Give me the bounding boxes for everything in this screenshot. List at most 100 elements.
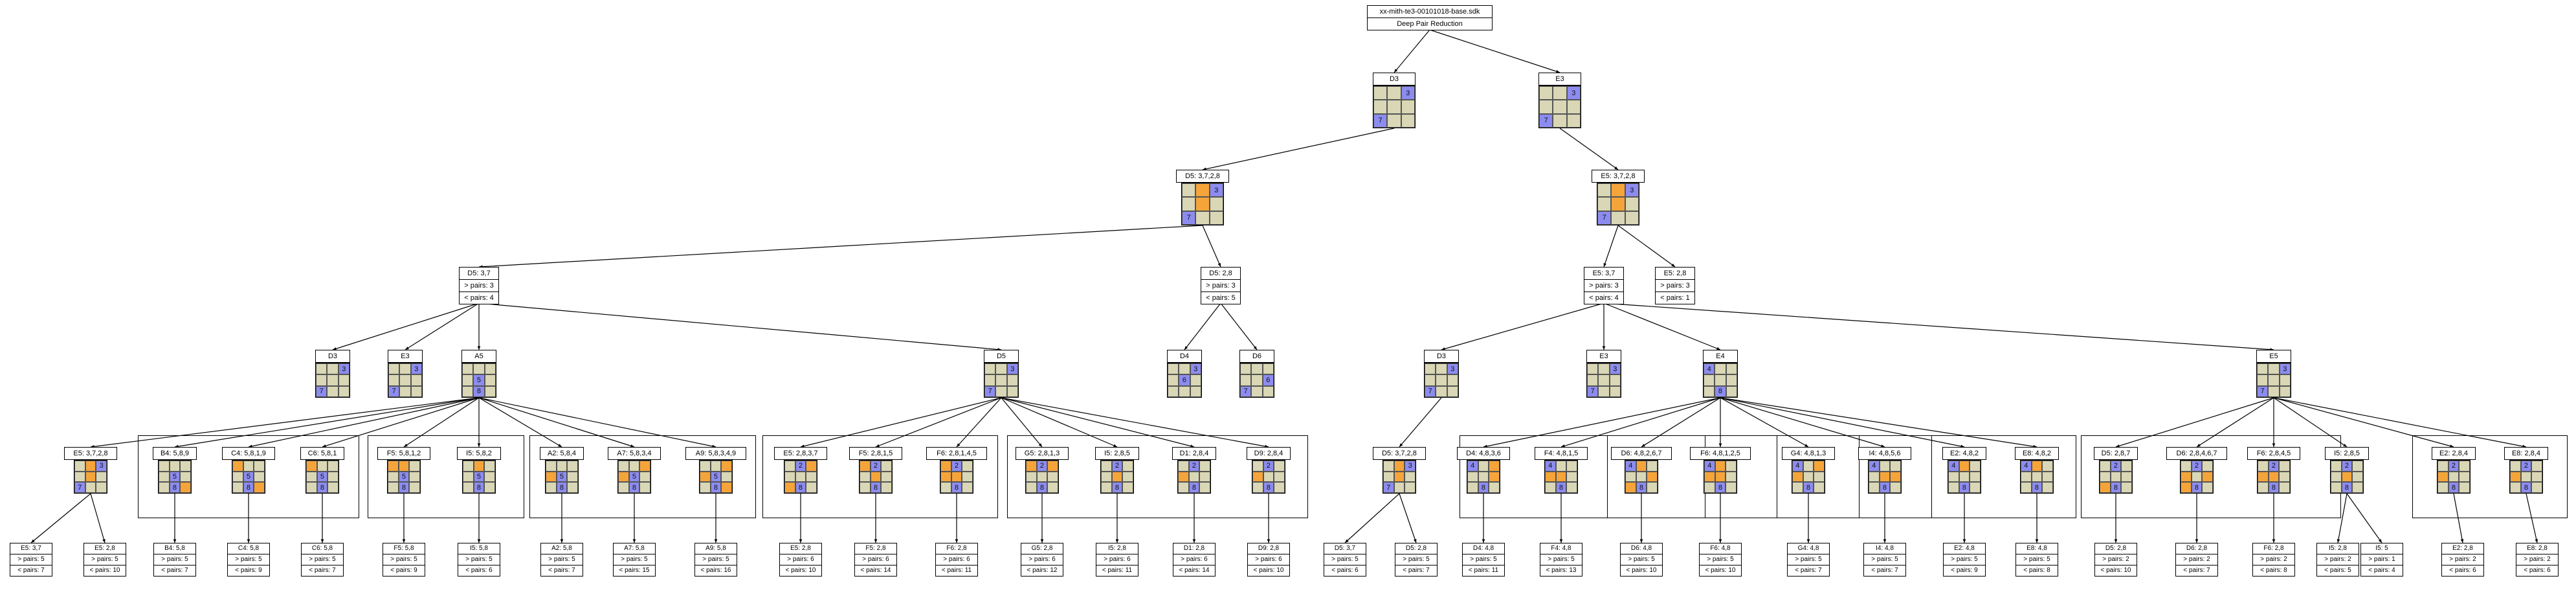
sudoku-cell	[1401, 113, 1415, 128]
leaf-stat: < pairs: 9	[390, 567, 417, 574]
sudoku-cell	[1179, 363, 1190, 375]
edge-arrowhead	[632, 539, 636, 543]
sudoku-cell	[1597, 183, 1612, 198]
sudoku-cell: 5	[473, 374, 485, 386]
sudoku-cell	[1373, 100, 1388, 114]
leaf-stat: < pairs: 7	[548, 567, 575, 574]
leaf-stat: < pairs: 15	[619, 567, 650, 574]
sudoku-cell	[870, 471, 882, 483]
sudoku-cell	[618, 461, 629, 472]
edge-arrowhead	[799, 539, 803, 543]
sudoku-cell	[409, 471, 420, 483]
node-g_f6-label: F6: 2,8,1,4,5	[926, 447, 988, 460]
tree-edge	[1720, 397, 1809, 448]
tree-edge	[1559, 128, 1619, 170]
sudoku-cell: 7	[1539, 113, 1553, 128]
sudoku-cell: 8	[2031, 482, 2043, 493]
leaf-node: I5: 2,8> pairs: 6< pairs: 11	[1096, 543, 1138, 577]
sudoku-cell	[1006, 374, 1018, 386]
leaf-stat: < pairs: 11	[1102, 567, 1133, 574]
sudoku-cell: 7	[1597, 211, 1612, 225]
sudoku-cell	[1478, 471, 1489, 483]
edge-arrowhead	[558, 444, 562, 447]
tree-edge	[1202, 128, 1395, 170]
sudoku-cell	[1178, 471, 1189, 483]
node-g_g5-label: G5: 2,8,1,3	[1016, 447, 1069, 460]
sudoku-cell	[2510, 461, 2521, 472]
sudoku-cell: 8	[2110, 482, 2122, 493]
tree-edge	[1344, 493, 1400, 543]
sudoku-cell	[316, 374, 328, 386]
sudoku-cell	[254, 471, 265, 483]
leaf-stat: > pairs: 6	[855, 554, 896, 565]
sudoku-cell	[1704, 482, 1715, 493]
node-d3-label: D3	[1373, 73, 1416, 86]
leaf-stat: < pairs: 6	[1331, 567, 1359, 574]
sudoku-cell	[1182, 197, 1196, 211]
leaf-label: I5: 5,8	[458, 543, 500, 554]
tree-edge	[1560, 397, 1721, 448]
sudoku-cell	[1047, 482, 1058, 493]
leaf-node: E2: 2,8> pairs: 2< pairs: 6	[2441, 543, 2484, 577]
sudoku-cell	[1948, 471, 1959, 483]
sudoku-cell	[1122, 471, 1133, 483]
node-g_a9-label: A9: 5,8,3,4,9	[685, 447, 747, 460]
sudoku-cell	[1425, 374, 1436, 386]
leaf-stat: < pairs: 13	[1546, 567, 1577, 574]
tree-edge	[1220, 303, 1258, 350]
sudoku-cell: 8	[398, 482, 410, 493]
node-e5-28: E5: 2,8> pairs: 3< pairs: 1	[1655, 267, 1695, 304]
sudoku-cell	[2031, 471, 2043, 483]
sudoku-cell: 8	[1111, 482, 1123, 493]
sudoku-cell	[995, 385, 1007, 397]
sudoku-cell	[962, 482, 973, 493]
sudoku-cell	[1625, 482, 1636, 493]
leaf-label: A7: 5,8	[614, 543, 655, 554]
node-d5-28-stat: > pairs: 3	[1201, 280, 1240, 292]
tree-edge	[478, 303, 1002, 350]
edge-arrowhead	[1561, 444, 1565, 448]
sudoku-cell	[410, 374, 422, 386]
sudoku-cell	[463, 471, 474, 483]
tree-edge	[322, 397, 480, 448]
sudoku-cell	[1178, 461, 1189, 472]
leaf-node: E5: 2,8> pairs: 5< pairs: 10	[83, 543, 126, 577]
edge-arrowhead	[322, 444, 326, 448]
node-e5-37-label: E5: 3,7	[1584, 268, 1623, 280]
tree-edge	[1393, 29, 1430, 73]
sudoku-cell	[784, 482, 795, 493]
leaf-stat: < pairs: 11	[1468, 567, 1499, 574]
edge-arrowhead	[2337, 539, 2340, 543]
sudoku-cell	[1869, 482, 1880, 493]
leaf-stat: < pairs: 11	[941, 567, 972, 574]
tree-edge	[478, 397, 562, 448]
sudoku-cell	[2031, 461, 2043, 472]
sudoku-cell	[1047, 461, 1058, 472]
sudoku-cell	[2202, 471, 2213, 483]
sudoku-cell	[1393, 482, 1405, 493]
sudoku-cell	[484, 471, 495, 483]
edge-arrowhead	[957, 443, 960, 447]
sudoku-cell	[1195, 183, 1210, 198]
sudoku-cell	[700, 461, 711, 472]
sudoku-cell	[2352, 482, 2363, 493]
sudoku-cell	[1598, 363, 1610, 375]
sudoku-cell	[2531, 461, 2542, 472]
tree-edge	[403, 397, 480, 448]
sudoku-cell	[1240, 363, 1252, 375]
leaf-stat: < pairs: 4	[2368, 567, 2395, 574]
edge-arrowhead	[333, 347, 337, 350]
sudoku-cell	[1199, 482, 1210, 493]
sudoku-cell	[409, 461, 420, 472]
sudoku-cell: 7	[388, 385, 400, 397]
node-g_d4b-label: D4: 4,8,3,6	[1457, 447, 1510, 460]
leaf-stat: < pairs: 14	[860, 567, 891, 574]
sudoku-cell	[2341, 471, 2353, 483]
sudoku-cell: 8	[2520, 482, 2532, 493]
sudoku-cell	[618, 482, 629, 493]
